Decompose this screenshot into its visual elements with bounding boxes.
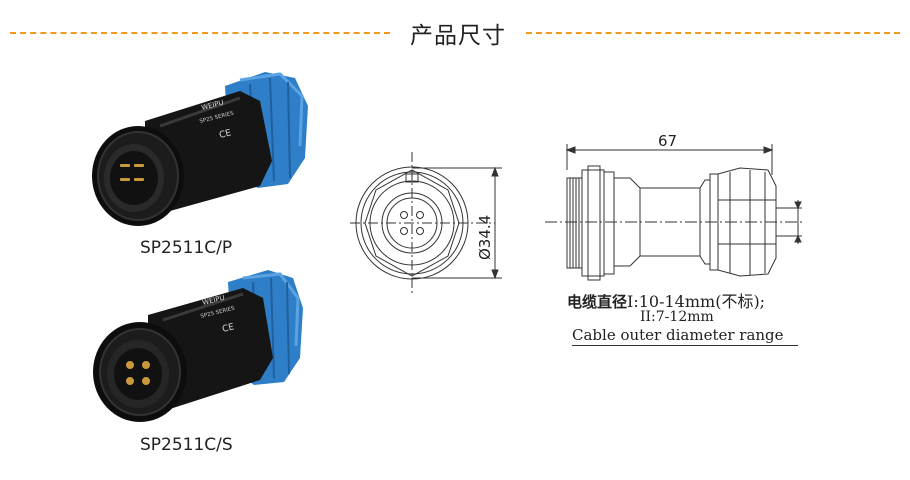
note-underline [572, 345, 798, 346]
section-header: 产品尺寸 [0, 14, 910, 50]
product-image-plug: WEIPU SP25 SERIES CE [90, 66, 320, 231]
side-view-drawing: 67 [540, 130, 810, 290]
product-image-socket: WEIPU SP25 SERIES CE [88, 270, 318, 430]
section-title: 产品尺寸 [410, 23, 506, 49]
gold-pins [120, 164, 144, 181]
cable-label-cn: 电缆直径 [567, 293, 628, 311]
diameter-label: Ø34.4 [476, 215, 494, 260]
ce-mark: CE [218, 128, 232, 141]
front-view-drawing: Ø34.4 [340, 150, 510, 300]
ce-mark: CE [221, 322, 235, 335]
cable-diameter-line1: 电缆直径I:10-14mm(不标); [567, 288, 765, 312]
product-caption-plug: SP2511C/P [140, 238, 233, 258]
cable-range-2: II:7-12mm [640, 309, 714, 325]
divider-left [10, 32, 390, 34]
divider-right [526, 32, 900, 34]
socket-contacts [126, 361, 150, 385]
cable-range-1: I:10-14mm(不标); [627, 292, 766, 311]
length-label: 67 [658, 132, 677, 150]
product-caption-socket: SP2511C/S [140, 435, 233, 455]
cable-label-en: Cable outer diameter range [572, 326, 784, 344]
